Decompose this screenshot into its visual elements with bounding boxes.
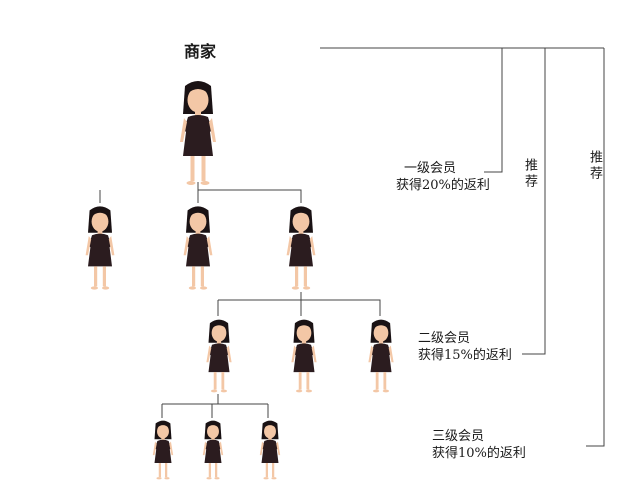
- level-1-member: [182, 204, 214, 296]
- level-2-label: 二级会员 获得15%的返利: [418, 330, 512, 364]
- woman-figure-icon: [259, 420, 281, 480]
- bracket-level-1: [320, 47, 604, 173]
- level-2-desc: 获得15%的返利: [418, 348, 512, 363]
- woman-figure-icon: [152, 420, 174, 480]
- level-3-member: [151, 420, 175, 484]
- level-3-member: [201, 420, 225, 484]
- merchant-figure: [178, 80, 218, 190]
- level-1-label: 一级会员 获得20%的返利: [396, 160, 490, 194]
- tree-connector-level-2: [217, 292, 381, 316]
- level-2-member: [205, 318, 233, 398]
- level-1-member: [84, 204, 116, 296]
- level-2-title: 二级会员: [418, 331, 471, 346]
- tree-connector-level-1: [99, 182, 302, 203]
- woman-figure-icon: [85, 206, 115, 290]
- recommend-label-2: 推荐: [587, 150, 602, 182]
- level-2-member: [290, 318, 318, 398]
- woman-figure-icon: [286, 206, 316, 290]
- woman-figure-icon: [368, 319, 394, 393]
- bracket-level-3: [586, 48, 605, 447]
- level-1-title: 一级会员: [404, 161, 457, 176]
- bracket-level-2: [522, 48, 546, 355]
- level-3-member: [258, 420, 282, 484]
- level-2-member: [367, 318, 395, 398]
- tree-connector-level-3: [161, 394, 269, 418]
- recommend-label-1: 推荐: [522, 158, 537, 190]
- level-1-desc: 获得20%的返利: [396, 178, 490, 193]
- level-3-label: 三级会员 获得10%的返利: [432, 428, 526, 462]
- woman-figure-icon: [206, 319, 232, 393]
- merchant-label: 商家: [184, 42, 217, 61]
- woman-figure-icon: [202, 420, 224, 480]
- woman-figure-icon: [180, 81, 216, 185]
- level-1-member: [285, 204, 317, 296]
- woman-figure-icon: [183, 206, 213, 290]
- level-3-desc: 获得10%的返利: [432, 446, 526, 461]
- level-3-title: 三级会员: [432, 429, 485, 444]
- woman-figure-icon: [291, 319, 317, 393]
